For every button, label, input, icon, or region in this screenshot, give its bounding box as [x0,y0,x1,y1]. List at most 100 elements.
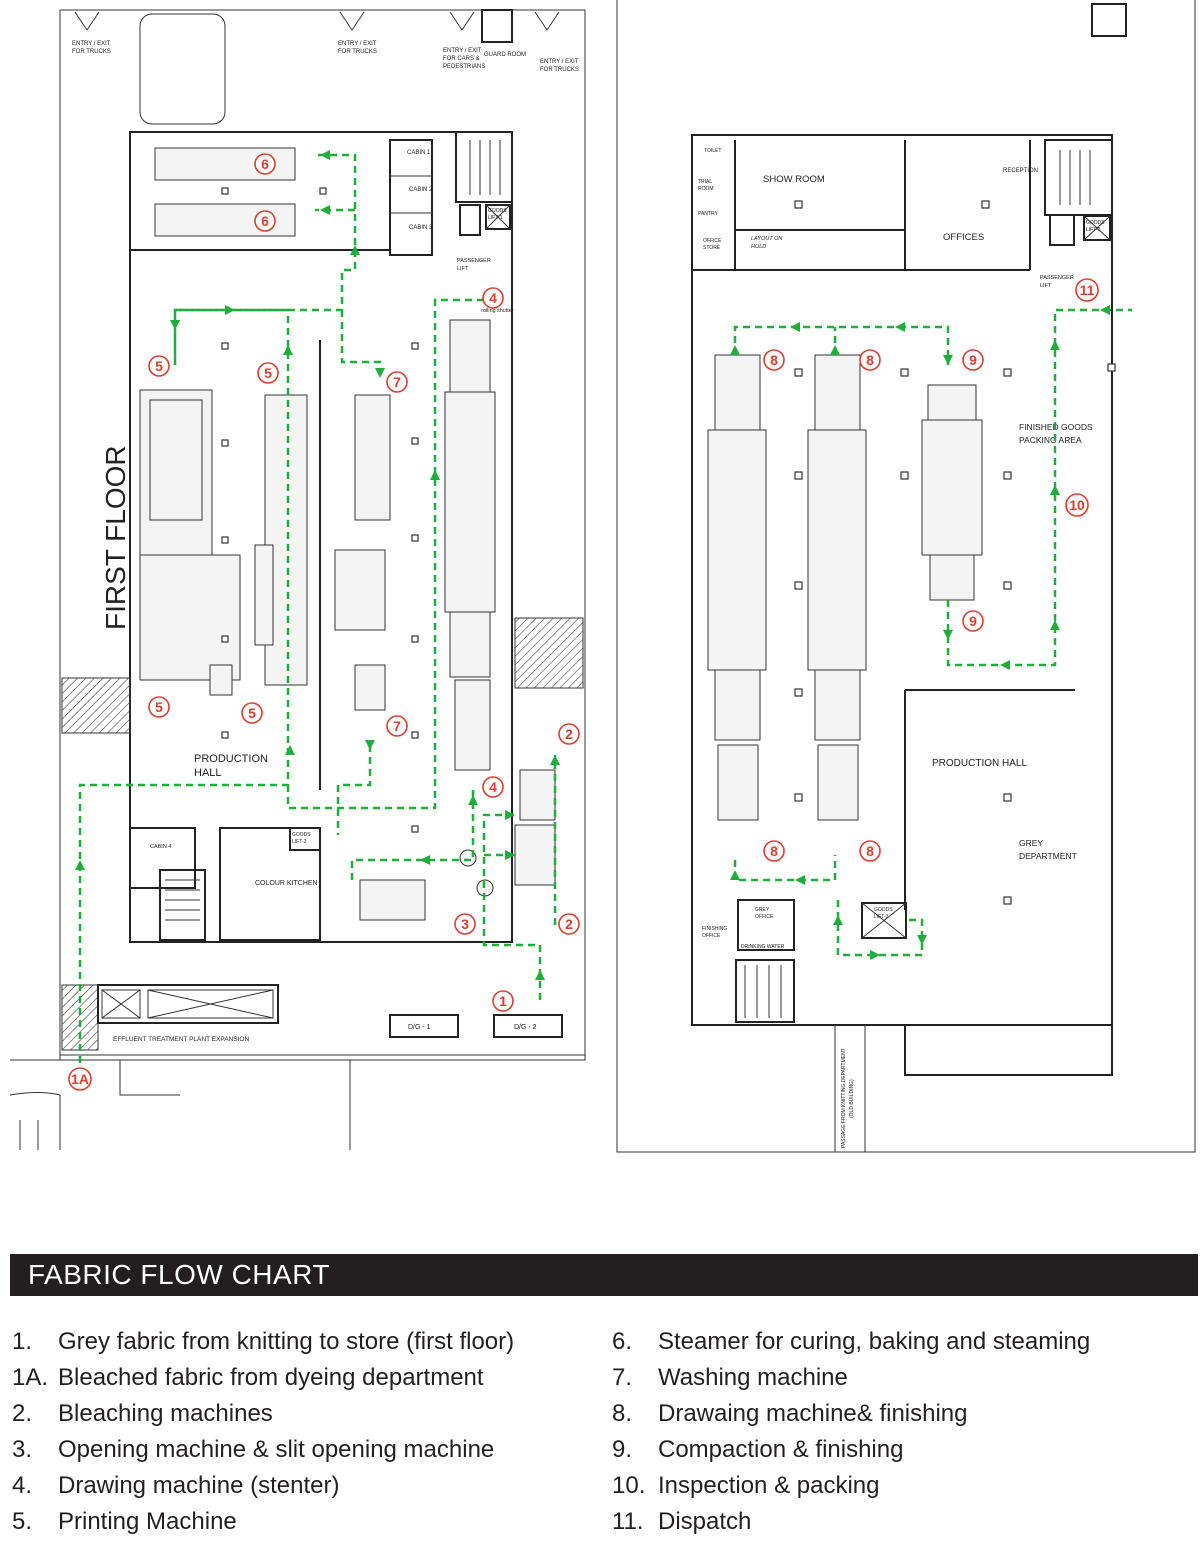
label-production-hall-b: HALL [194,767,222,779]
svg-text:6: 6 [261,213,269,229]
label-pantry: PANTRY [698,211,718,217]
badge-8c: 8 [763,840,785,862]
label-office-store: OFFICE [703,238,722,244]
svg-text:8: 8 [770,843,778,859]
label-finishing-office-b: OFFICE [702,933,721,939]
svg-text:5: 5 [155,358,163,374]
label-passenger-lift-r: PASSENGER [1040,275,1074,281]
label-goods-lift-3: GOODS [874,907,893,913]
label-entry-trucks-3: ENTRY / EXIT [540,59,579,65]
label-reception: RECEPTION [1003,168,1038,174]
badge-2b: 2 [558,913,580,935]
badge-11: 11 [1075,278,1099,302]
badge-6a: 6 [254,153,276,175]
label-effluent: EFFLUENT TREATMENT PLANT EXPANSION [113,1036,249,1043]
svg-text:9: 9 [969,613,977,629]
label-colour-kitchen: COLOUR KITCHEN [255,880,318,887]
badge-1: 1 [492,990,514,1012]
label-offices: OFFICES [943,232,984,243]
legend-item: 2.Bleaching machines [12,1400,273,1427]
label-layout-on-hold: LAYOUT ON [751,236,782,242]
svg-text:8: 8 [866,843,874,859]
label-toilet: TOILET [704,148,721,154]
label-goods-lift-2: GOODS [292,832,311,838]
label-entry-trucks-1: ENTRY / EXIT [72,41,111,47]
legend-title: FABRIC FLOW CHART [10,1254,1198,1296]
legend-left-column: 1.Grey fabric from knitting to store (fi… [12,1326,514,1542]
label-grey-department: GREY [1019,838,1043,848]
label-trial-room: TRIAL [698,179,712,185]
label-passage: PASSAGE FROM KNITTING DEPARTMENT [841,1048,847,1148]
svg-text:4: 4 [489,779,497,795]
badge-3: 3 [454,913,476,935]
svg-text:2: 2 [565,916,573,932]
svg-text:8: 8 [770,352,778,368]
label-guard-room: GUARD ROOM [484,52,526,58]
label-trial-room-b: ROOM [698,186,714,192]
badge-8a: 8 [763,349,785,371]
badge-6b: 6 [254,210,276,232]
label-grey-office: GREY [755,907,770,913]
badge-2a: 2 [558,723,580,745]
label-entry-trucks-2: ENTRY / EXIT [338,41,377,47]
label-show-room: SHOW ROOM [763,174,825,185]
legend-item: 1A.Bleached fabric from dyeing departmen… [12,1364,484,1391]
label-production-hall: PRODUCTION [194,753,268,765]
label-goods-lift-3b: LIFT-3 [874,914,889,920]
legend-item: 11.Dispatch [612,1508,752,1535]
label-cabin-3: CABIN 3 [409,225,433,231]
floor-title: FIRST FLOOR [100,445,131,630]
legend-item: 10.Inspection & packing [612,1472,880,1499]
label-goods-lift-1: GOODS [488,208,507,214]
label-cabin-1: CABIN 1 [407,150,431,156]
svg-text:3: 3 [461,916,469,932]
label-dg-1: D/G - 1 [408,1024,431,1031]
badge-5b: 5 [257,362,279,384]
legend-item: 4.Drawing machine (stenter) [12,1472,340,1499]
left-plan: ENTRY / EXIT FOR TRUCKS ENTRY / EXIT FOR… [9,9,586,1150]
svg-text:7: 7 [393,718,401,734]
label-cabin-2: CABIN 2 [409,187,433,193]
label-passenger-lift-rb: LIFT [1040,283,1052,289]
label-goods-lift-r: GOODS [1086,220,1105,226]
badge-5c: 5 [148,696,170,718]
svg-text:1: 1 [499,993,507,1009]
badge-8d: 8 [859,840,881,862]
badge-5d: 5 [241,702,263,724]
label-passage-b: (OLD BUILDING) [849,1079,855,1118]
label-rolling-shutter: rolling shutter [481,308,514,314]
right-plan: GOODS LIFT-1 PASSENGER LIFT TOILET TRIAL… [616,0,1196,1153]
svg-text:11: 11 [1080,282,1095,298]
label-finishing-office: FINISHING [702,926,727,932]
svg-text:5: 5 [248,705,256,721]
label-entry-cars-c: PEDESTRIANS [443,64,485,70]
label-entry-cars-b: FOR CARS & [443,56,480,62]
svg-text:9: 9 [969,352,977,368]
label-grey-department-b: DEPARTMENT [1019,851,1077,861]
svg-text:5: 5 [155,699,163,715]
label-goods-lift-2b: LIFT-2 [292,839,307,845]
legend-item: 9.Compaction & finishing [612,1436,904,1463]
label-production-hall-r: PRODUCTION HALL [932,758,1027,769]
legend-right-column: 6.Steamer for curing, baking and steamin… [612,1326,1090,1542]
label-office-store-b: STORE [703,245,721,251]
legend-item: 3.Opening machine & slit opening machine [12,1436,495,1463]
label-passenger-lift-b: LIFT [457,266,469,272]
label-grey-office-b: OFFICE [755,914,774,920]
badge-9a: 9 [962,349,984,371]
label-passenger-lift: PASSENGER [457,258,491,264]
svg-text:7: 7 [393,374,401,390]
label-goods-lift-1b: LIFT-1 [488,215,503,221]
floor-plans: ENTRY / EXIT FOR TRUCKS ENTRY / EXIT FOR… [9,0,1196,1153]
label-entry-trucks-1b: FOR TRUCKS [72,49,111,55]
legend-item: 5.Printing Machine [12,1508,237,1535]
legend-item: 6.Steamer for curing, baking and steamin… [612,1328,1091,1355]
label-entry-trucks-2b: FOR TRUCKS [338,49,377,55]
legend-item: 7.Washing machine [612,1364,848,1391]
svg-text:8: 8 [866,352,874,368]
label-drinking-water: DRINKING WATER [741,944,785,950]
badge-8b: 8 [859,349,881,371]
label-dg-2: D/G - 2 [514,1024,537,1031]
badge-1a: 1A [68,1067,92,1091]
badge-7b: 7 [386,715,408,737]
